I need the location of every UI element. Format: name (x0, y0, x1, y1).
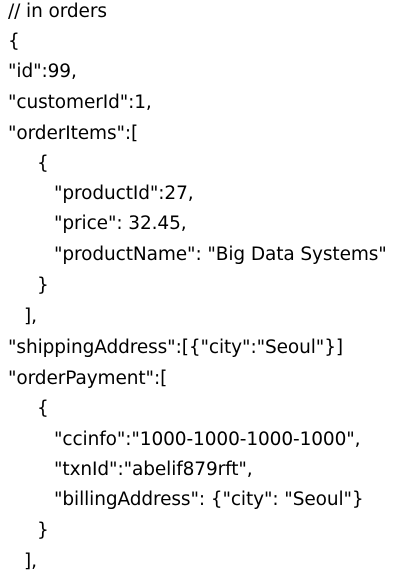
product-id-line: "productId":27, (54, 183, 194, 204)
billing-address-line: "billingAddress": {"city": "Seoul"} (54, 489, 364, 510)
payment-close-brace: } (37, 520, 49, 541)
customer-id-line: "customerId":1, (8, 92, 152, 113)
id-line: "id":99, (8, 61, 77, 82)
product-name-line: "productName": "Big Data Systems" (54, 244, 387, 265)
txn-id-line: "txnId":"abelif879rft", (54, 459, 253, 480)
order-item-open-brace: { (37, 153, 49, 174)
comment-line: // in orders (8, 1, 107, 22)
price-line: "price": 32.45, (54, 213, 187, 234)
payment-open-brace: { (37, 398, 49, 419)
ccinfo-line: "ccinfo":"1000-1000-1000-1000", (54, 429, 361, 450)
order-payment-open-line: "orderPayment":[ (8, 368, 168, 389)
order-items-close-line: ], (24, 306, 37, 327)
shipping-address-line: "shippingAddress":[{"city":"Seoul"}] (8, 337, 343, 358)
order-payment-close-line: ], (24, 551, 37, 572)
object-open-brace: { (8, 31, 20, 52)
order-items-open-line: "orderItems":[ (8, 123, 139, 144)
order-item-close-brace: } (37, 275, 49, 296)
